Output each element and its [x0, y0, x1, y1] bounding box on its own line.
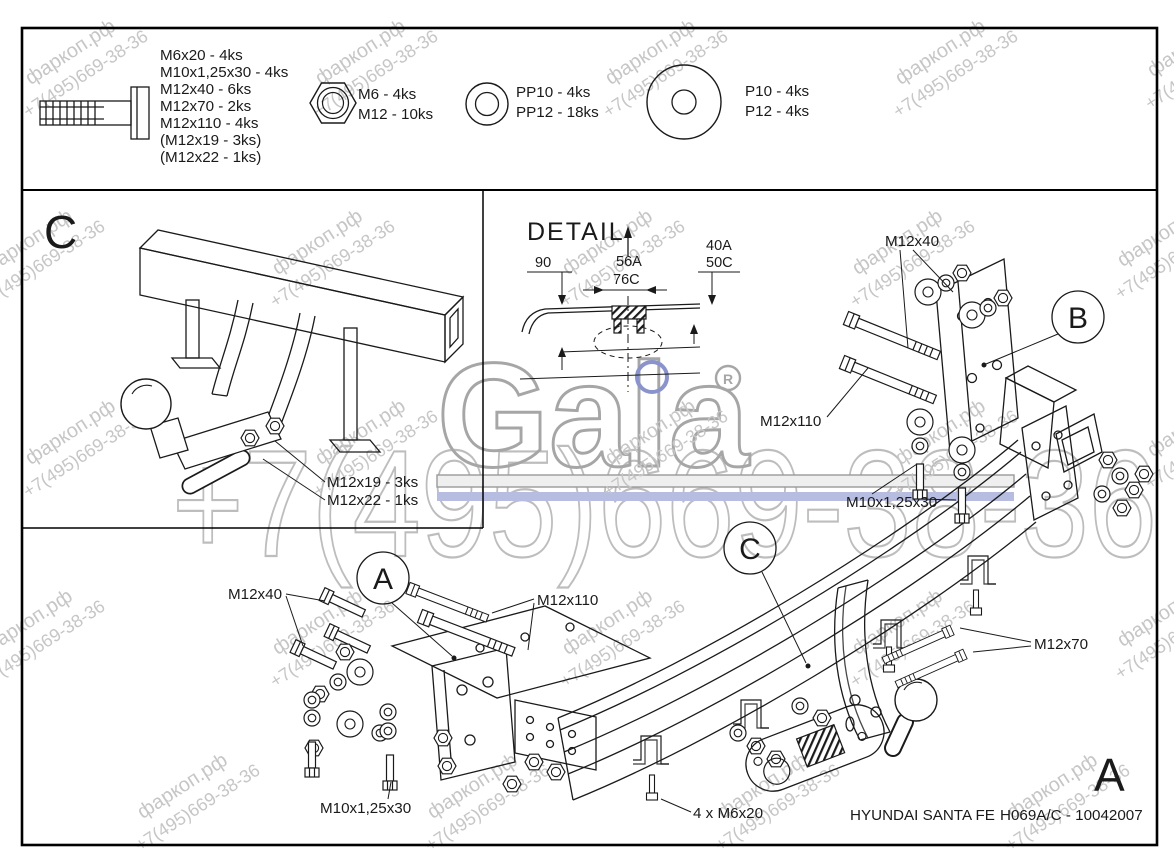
bolt-item: M12x40 - 6ks [160, 81, 252, 98]
bolt-item: M10x1,25x30 - 4ks [160, 64, 289, 81]
nut-item: M6 - 4ks [358, 86, 417, 103]
callouts: M12x40 M12x110 M10x1,25x30 M12x40 M12x11… [228, 233, 1088, 822]
gala-underline-blue [437, 492, 1014, 501]
bolt-item: (M12x19 - 3ks) [160, 132, 261, 149]
tow-ball [884, 678, 938, 757]
bolt-item: M6x20 - 4ks [160, 47, 243, 64]
callout-m10-right: M10x1,25x30 [846, 494, 937, 511]
crossbar-tube [138, 229, 465, 364]
flat-washer-icon [646, 64, 722, 140]
callout-m12x40-right: M12x40 [885, 233, 939, 250]
callout-m12x70: M12x70 [1034, 636, 1088, 653]
hitch-bracket [834, 579, 891, 741]
flat-washer-item: P12 - 4ks [745, 103, 810, 120]
vehicle-name: HYUNDAI SANTA FE [850, 807, 995, 824]
support-legs [170, 299, 382, 453]
registered-mark: R [723, 371, 733, 387]
section-circle-c-letter: C [739, 533, 761, 566]
spring-washer-icon [465, 82, 509, 126]
section-circle-a: A [356, 551, 457, 661]
view-letter-a: A [1094, 749, 1125, 801]
bolt-item: M12x110 - 4ks [160, 115, 259, 132]
spring-washer-item: PP10 - 4ks [516, 84, 591, 101]
callout-m6-bottom: 4 x M6x20 [693, 805, 763, 822]
callout-m12x110-right: M12x110 [760, 413, 821, 430]
bolt-items: M6x20 - 4ks M10x1,25x30 - 4ks M12x40 - 6… [160, 47, 289, 166]
nut-item: M12 - 10ks [358, 106, 434, 123]
section-circle-a-letter: A [373, 563, 393, 596]
gala-blue-ring [635, 360, 669, 394]
section-circle-b-letter: B [1068, 302, 1088, 335]
detail-view: DETAIL 90 56A 76C 40A 50C [519, 218, 740, 392]
main-exploded-view: A B C M12x40 M12x110 M10x1,25x30 [228, 233, 1154, 822]
socket-plate [745, 704, 885, 792]
welded-bracket-section [611, 305, 647, 334]
detail-title: DETAIL [527, 218, 625, 246]
callout-m12x110-left: M12x110 [537, 592, 598, 609]
dim-76c: 76C [613, 272, 640, 288]
bolt-icon [39, 86, 150, 140]
nut-icon [309, 82, 357, 124]
dim-50c: 50C [706, 255, 733, 271]
section-circle-b: B [981, 290, 1105, 368]
footer: HYUNDAI SANTA FE H069A/C - 10042007 [850, 807, 1143, 824]
flat-washer-item: P10 - 4ks [745, 83, 810, 100]
hanger-straps [211, 299, 316, 433]
callout-m12x22: M12x22 - 1ks [327, 492, 419, 509]
callout-m12x19: M12x19 - 3ks [327, 474, 419, 491]
dim-90: 90 [535, 255, 551, 271]
registered-mark-circle [714, 364, 742, 392]
watermark-site: фаркоп.рф [1143, 7, 1174, 81]
part-number: H069A/C - 10042007 [1000, 807, 1143, 824]
bolt-item: (M12x22 - 1ks) [160, 149, 261, 166]
beam-right-end [1021, 405, 1103, 521]
beam [557, 439, 1037, 801]
callout-m12x40-left: M12x40 [228, 586, 282, 603]
callout-m10-bottom: M10x1,25x30 [320, 800, 411, 817]
dim-56a: 56A [616, 254, 642, 270]
gala-underline-gray [436, 474, 1015, 488]
bolt-item: M12x70 - 2ks [160, 98, 252, 115]
spring-washer-item: PP12 - 18ks [516, 104, 599, 121]
gala-logo-watermark: Gala [437, 333, 751, 498]
tow-ball-mount [120, 378, 285, 495]
dim-40a: 40A [706, 238, 732, 254]
section-c-view: C [44, 206, 465, 509]
drawing-frame [20, 26, 1159, 847]
section-circle-c: C [723, 521, 811, 669]
section-c-letter: C [44, 206, 77, 258]
parts-legend: M6x20 - 4ks M10x1,25x30 - 4ks M12x40 - 6… [39, 47, 810, 166]
